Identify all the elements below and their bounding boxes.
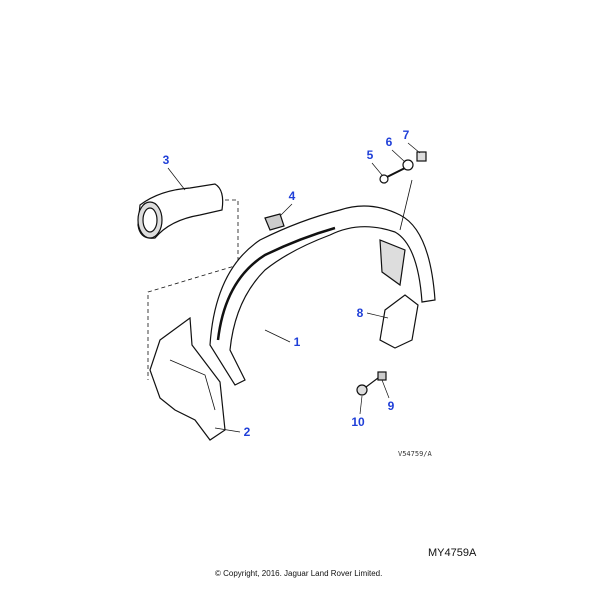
callout-5[interactable]: 5 xyxy=(366,148,374,162)
part-6-washer[interactable] xyxy=(402,159,414,171)
callout-3[interactable]: 3 xyxy=(162,153,170,167)
part-5-bolt[interactable] xyxy=(379,167,406,184)
part-7-nut[interactable] xyxy=(416,151,427,162)
callout-7[interactable]: 7 xyxy=(402,128,410,142)
part-10-screw[interactable] xyxy=(356,377,379,396)
callout-6[interactable]: 6 xyxy=(385,135,393,149)
part-3-duct[interactable] xyxy=(137,183,224,239)
callout-10[interactable]: 10 xyxy=(351,415,365,429)
part-9-clip[interactable] xyxy=(377,371,387,381)
part-2-bracket[interactable] xyxy=(149,316,226,441)
callout-8[interactable]: 8 xyxy=(356,306,364,320)
part-8-shield[interactable] xyxy=(379,294,419,349)
reference-code: V54759/A xyxy=(398,450,432,458)
callout-2[interactable]: 2 xyxy=(243,425,251,439)
callout-9[interactable]: 9 xyxy=(387,399,395,413)
copyright-notice: © Copyright, 2016. Jaguar Land Rover Lim… xyxy=(215,569,383,578)
part-4-clip[interactable] xyxy=(264,213,285,231)
diagram-code: MY4759A xyxy=(428,547,477,559)
callout-1[interactable]: 1 xyxy=(293,335,301,349)
callout-4[interactable]: 4 xyxy=(288,189,296,203)
part-1-wheelarch-liner[interactable] xyxy=(209,179,436,386)
